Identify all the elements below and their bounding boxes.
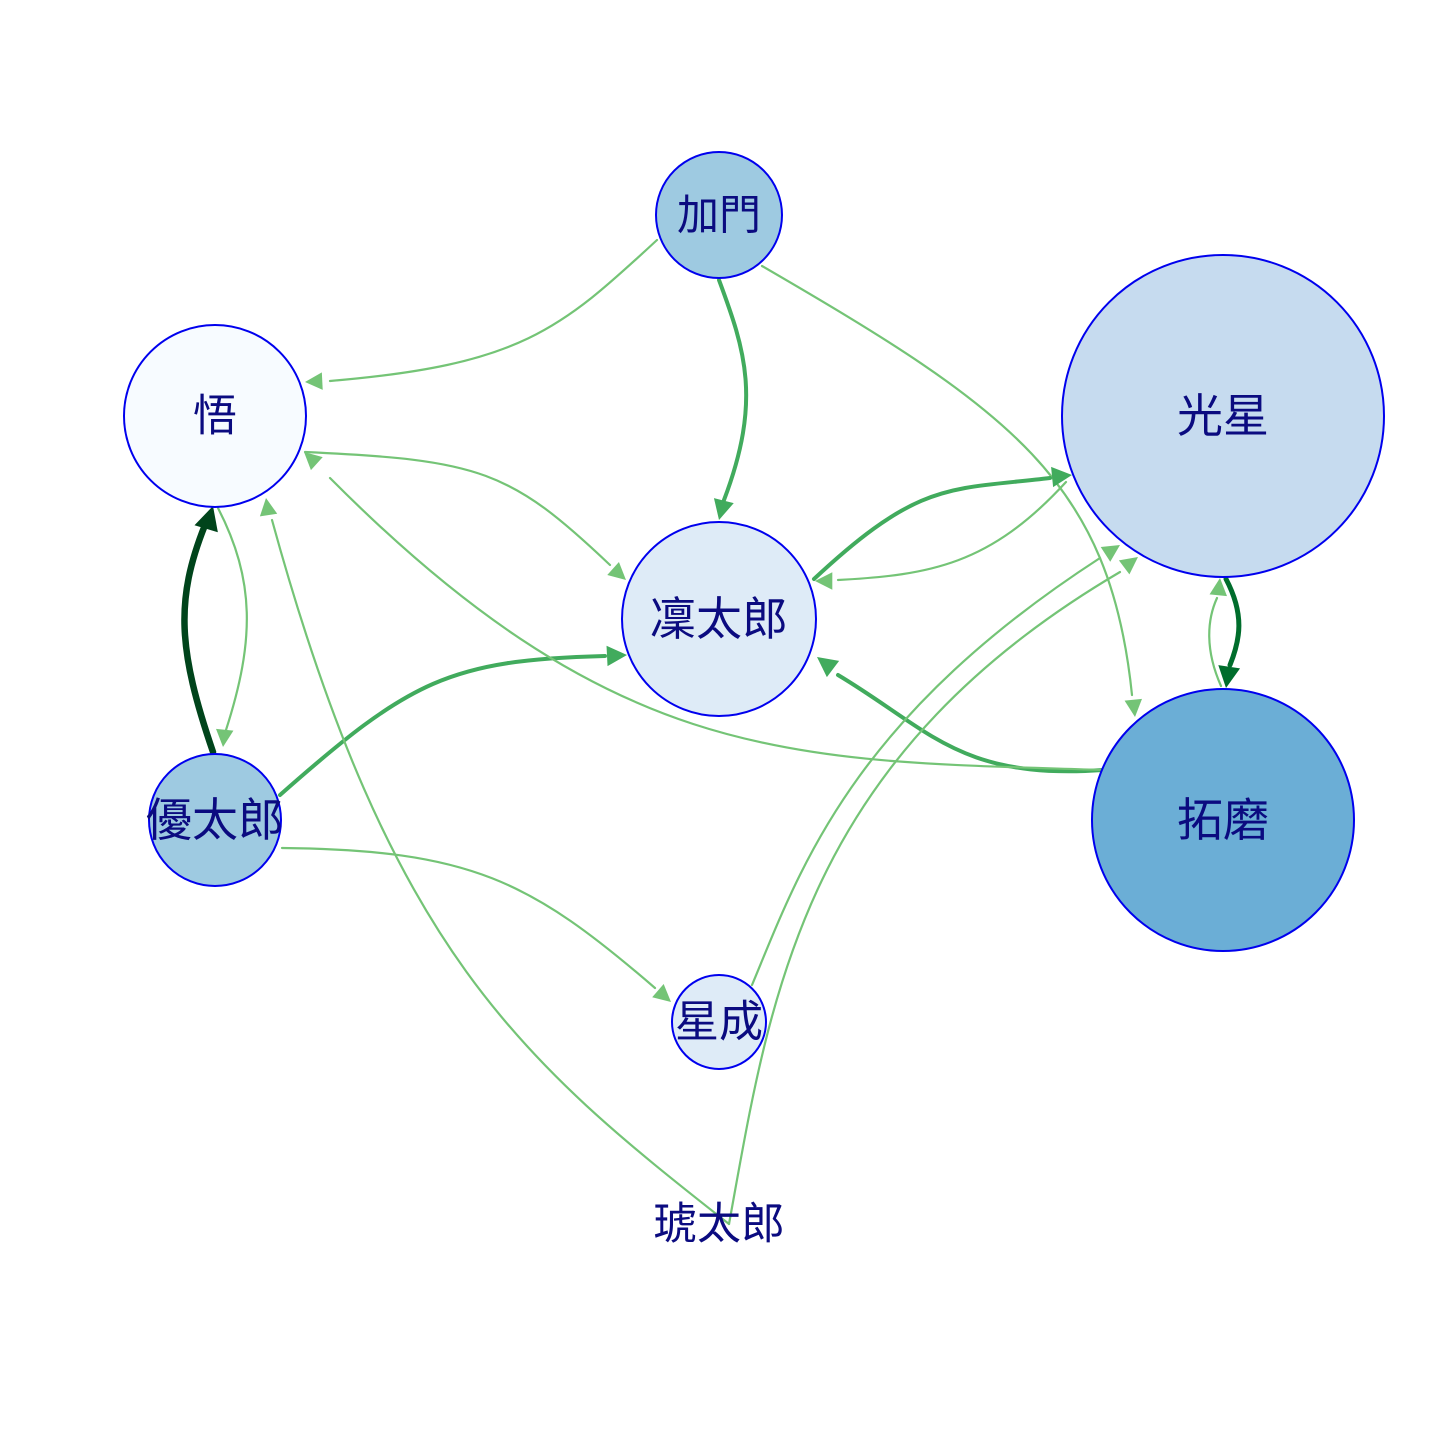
edge-satoru-to-rintaro <box>303 450 626 580</box>
edge-arrowhead <box>607 561 626 580</box>
node-koboshi: 光星 <box>1061 254 1385 578</box>
edge-arrowhead <box>1118 557 1138 575</box>
edge-line <box>278 654 607 797</box>
node-takuma: 拓磨 <box>1091 688 1355 952</box>
node-label: 悟 <box>193 391 237 442</box>
edge-kamon-to-takuma <box>760 264 1142 717</box>
edge-arrowhead <box>652 984 671 1002</box>
node-circle <box>621 521 817 717</box>
edge-line <box>328 238 659 383</box>
edge-line <box>717 278 749 502</box>
edge-arrowhead <box>606 645 627 667</box>
edge-line <box>270 518 731 1226</box>
edge-line <box>216 506 248 732</box>
edge-line <box>181 521 217 756</box>
edge-takuma-to-rintaro <box>817 657 1105 774</box>
edge-arrowhead <box>1100 545 1120 562</box>
node-label: 拓磨 <box>1177 793 1269 847</box>
node-circle <box>671 974 767 1070</box>
edge-arrowhead <box>194 506 218 533</box>
edge-line <box>812 476 1052 581</box>
edge-arrowhead <box>817 657 840 678</box>
edge-line <box>727 570 1122 1226</box>
edge-koboshi-to-rintaro <box>815 480 1068 590</box>
node-kotaro: 琥太郎 <box>653 1199 785 1250</box>
edge-kotaro-to-satoru <box>259 498 731 1226</box>
node-circle <box>1061 254 1385 578</box>
edge-line <box>328 476 1105 772</box>
edge-line <box>836 480 1068 582</box>
edge-kotaro-to-koboshi <box>727 557 1138 1226</box>
edge-arrowhead <box>1209 578 1227 597</box>
edge-arrowhead <box>1218 665 1241 688</box>
edge-yutaro-to-seina <box>280 846 671 1002</box>
edge-line <box>836 673 1105 774</box>
edge-seina-to-koboshi <box>750 545 1120 987</box>
edge-layer <box>181 238 1242 1226</box>
node-label: 優太郎 <box>146 793 284 847</box>
node-label: 星成 <box>675 997 763 1048</box>
node-circle <box>148 753 282 887</box>
edge-takuma-to-satoru <box>304 452 1105 772</box>
edge-line <box>303 450 612 567</box>
node-label: 凜太郎 <box>650 592 788 646</box>
node-satoru: 悟 <box>123 324 307 508</box>
edge-arrowhead <box>815 572 833 590</box>
edge-arrowhead <box>1051 466 1072 488</box>
edge-line <box>280 846 657 990</box>
edge-line <box>750 556 1102 987</box>
edge-yutaro-to-rintaro <box>278 645 627 797</box>
edge-line <box>760 264 1134 697</box>
node-seina: 星成 <box>671 974 767 1070</box>
edge-takuma-to-koboshi <box>1208 578 1227 688</box>
node-label: 加門 <box>677 191 761 240</box>
edge-line <box>1223 576 1242 668</box>
edge-arrowhead <box>305 372 323 390</box>
node-circle <box>1091 688 1355 952</box>
edge-arrowhead <box>1124 698 1142 717</box>
edge-kamon-to-satoru <box>305 238 659 390</box>
node-kamon: 加門 <box>655 151 783 279</box>
edge-arrowhead <box>713 498 734 520</box>
edge-yutaro-to-satoru <box>181 506 218 756</box>
edge-koboshi-to-takuma <box>1218 576 1242 688</box>
edge-satoru-to-yutaro <box>216 506 248 747</box>
edge-arrowhead <box>259 498 278 517</box>
node-label: 光星 <box>1177 389 1269 443</box>
edge-kamon-to-rintaro <box>713 278 749 520</box>
edge-line <box>1208 596 1223 688</box>
node-rintaro: 凜太郎 <box>621 521 817 717</box>
node-label: 琥太郎 <box>653 1199 785 1250</box>
node-circle <box>655 151 783 279</box>
node-circle <box>123 324 307 508</box>
node-yutaro: 優太郎 <box>146 753 284 887</box>
edge-rintaro-to-koboshi <box>812 466 1072 581</box>
edge-arrowhead <box>304 452 323 471</box>
edge-arrowhead <box>216 728 234 747</box>
